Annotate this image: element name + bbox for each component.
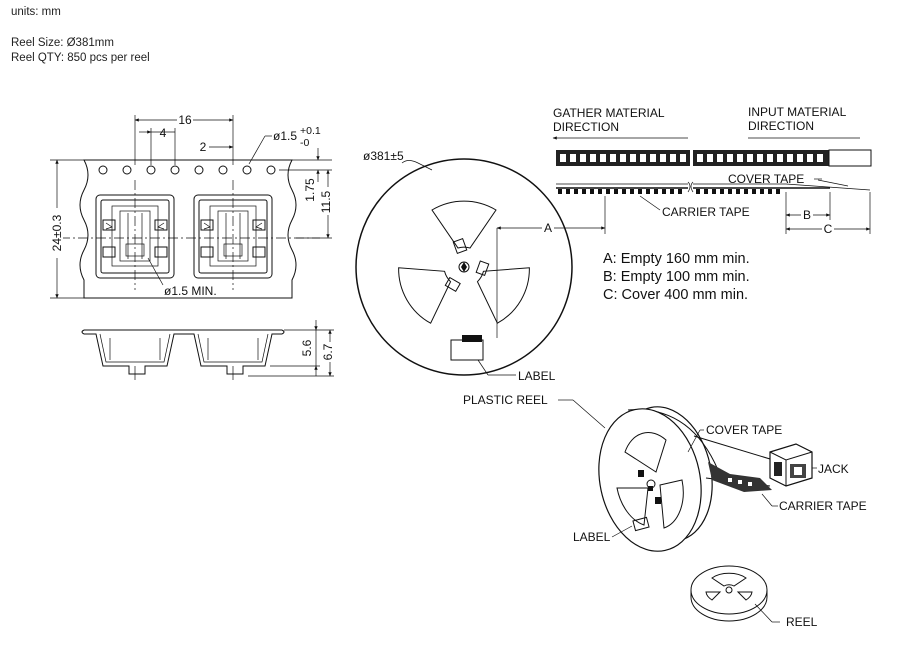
reel-size-note: Reel Size: Ø381mm xyxy=(11,37,114,49)
dim-hole-pitch-4: 4 xyxy=(160,126,167,140)
iso-label-callout: LABEL xyxy=(573,530,611,544)
plastic-reel-callout: PLASTIC REEL xyxy=(463,393,548,407)
dim-hole-diameter: ø1.5 xyxy=(273,129,297,143)
dim-a: A xyxy=(544,221,552,235)
dim-edge-to-hole-1-75: 1.75 xyxy=(303,178,317,202)
input-direction-line1: INPUT MATERIAL xyxy=(748,105,847,119)
note-b: B: Empty 100 mm min. xyxy=(603,269,750,285)
dim-pitch-16: 16 xyxy=(178,113,192,127)
dim-pocket-depth: 5.6 xyxy=(300,339,314,356)
iso-carrier-tape-callout: CARRIER TAPE xyxy=(779,499,867,513)
dim-total-height: 6.7 xyxy=(321,343,335,360)
gather-direction-line2: DIRECTION xyxy=(553,120,619,134)
reel-front-view: ø381±5 LABEL A xyxy=(355,149,606,383)
input-direction-line2: DIRECTION xyxy=(748,119,814,133)
note-c: C: Cover 400 mm min. xyxy=(603,287,748,303)
small-reel-callout: REEL xyxy=(786,615,818,629)
dim-width-24: 24±0.3 xyxy=(50,214,64,251)
tape-direction-view: GATHER MATERIAL DIRECTION INPUT MATERIAL… xyxy=(552,105,872,303)
reel-diameter: ø381±5 xyxy=(363,149,404,163)
dim-hole-tol-plus: +0.1 xyxy=(300,125,321,137)
sprocket-holes xyxy=(98,165,276,175)
dim-hole-tol-minus: -0 xyxy=(300,137,309,149)
dim-center-11-5: 11.5 xyxy=(319,190,333,213)
reel-label-callout: LABEL xyxy=(518,369,556,383)
gather-direction-line1: GATHER MATERIAL xyxy=(553,106,665,120)
tape-top-view: 16 4 2 ø1.5 +0.1 -0 24±0.3 1.75 11.5 xyxy=(49,113,333,299)
isometric-view: PLASTIC REEL COVER TAPE JACK CARRIER TAP… xyxy=(463,393,867,552)
tape-side-view: 5.6 6.7 xyxy=(81,320,335,380)
note-a: A: Empty 160 mm min. xyxy=(603,251,750,267)
cover-tape-callout: COVER TAPE xyxy=(728,172,804,186)
jack-callout: JACK xyxy=(818,462,849,476)
carrier-tape-callout: CARRIER TAPE xyxy=(662,205,750,219)
dim-offset-2: 2 xyxy=(200,140,207,154)
dim-b: B xyxy=(803,208,811,222)
reel-qty-note: Reel QTY: 850 pcs per reel xyxy=(11,52,150,64)
small-reel: REEL xyxy=(690,565,818,629)
dim-pocket-hole: ø1.5 MIN. xyxy=(164,284,217,298)
jack-component xyxy=(769,443,813,487)
iso-cover-tape-callout: COVER TAPE xyxy=(706,423,782,437)
pocket-2 xyxy=(193,194,273,279)
dim-c: C xyxy=(824,222,833,236)
pocket-1 xyxy=(95,194,175,279)
units-note: units: mm xyxy=(11,6,61,18)
